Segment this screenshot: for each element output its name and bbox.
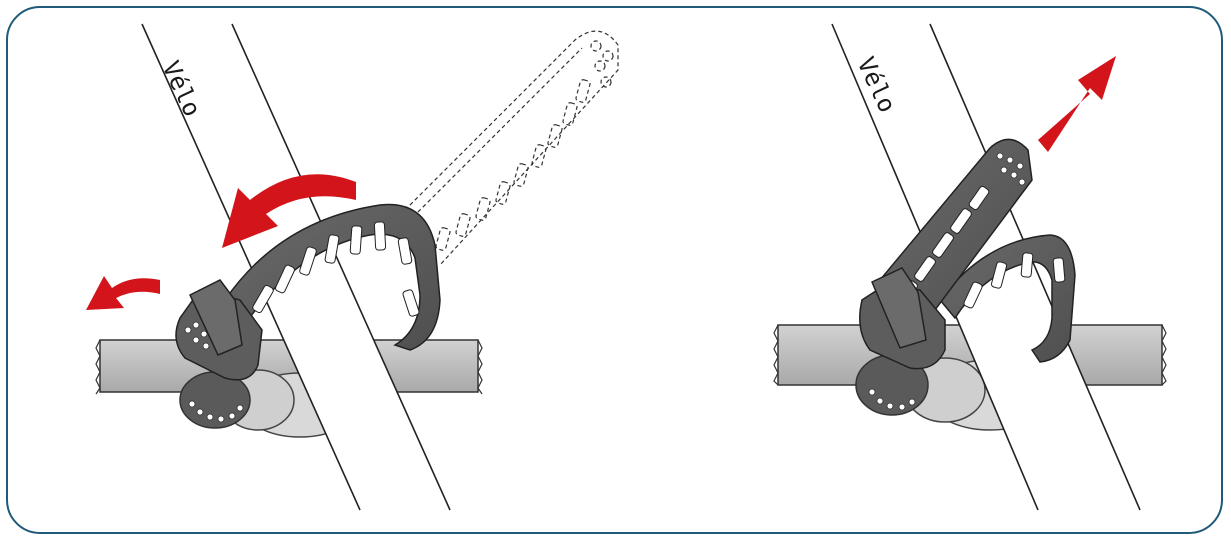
curved-arrow-pull-left-icon xyxy=(86,276,160,310)
right-panel: Vélo xyxy=(774,24,1166,510)
left-strap-ghost xyxy=(400,31,618,265)
left-panel: Vélo xyxy=(86,24,618,510)
straight-arrow-pull-up-right-icon xyxy=(1038,56,1116,152)
